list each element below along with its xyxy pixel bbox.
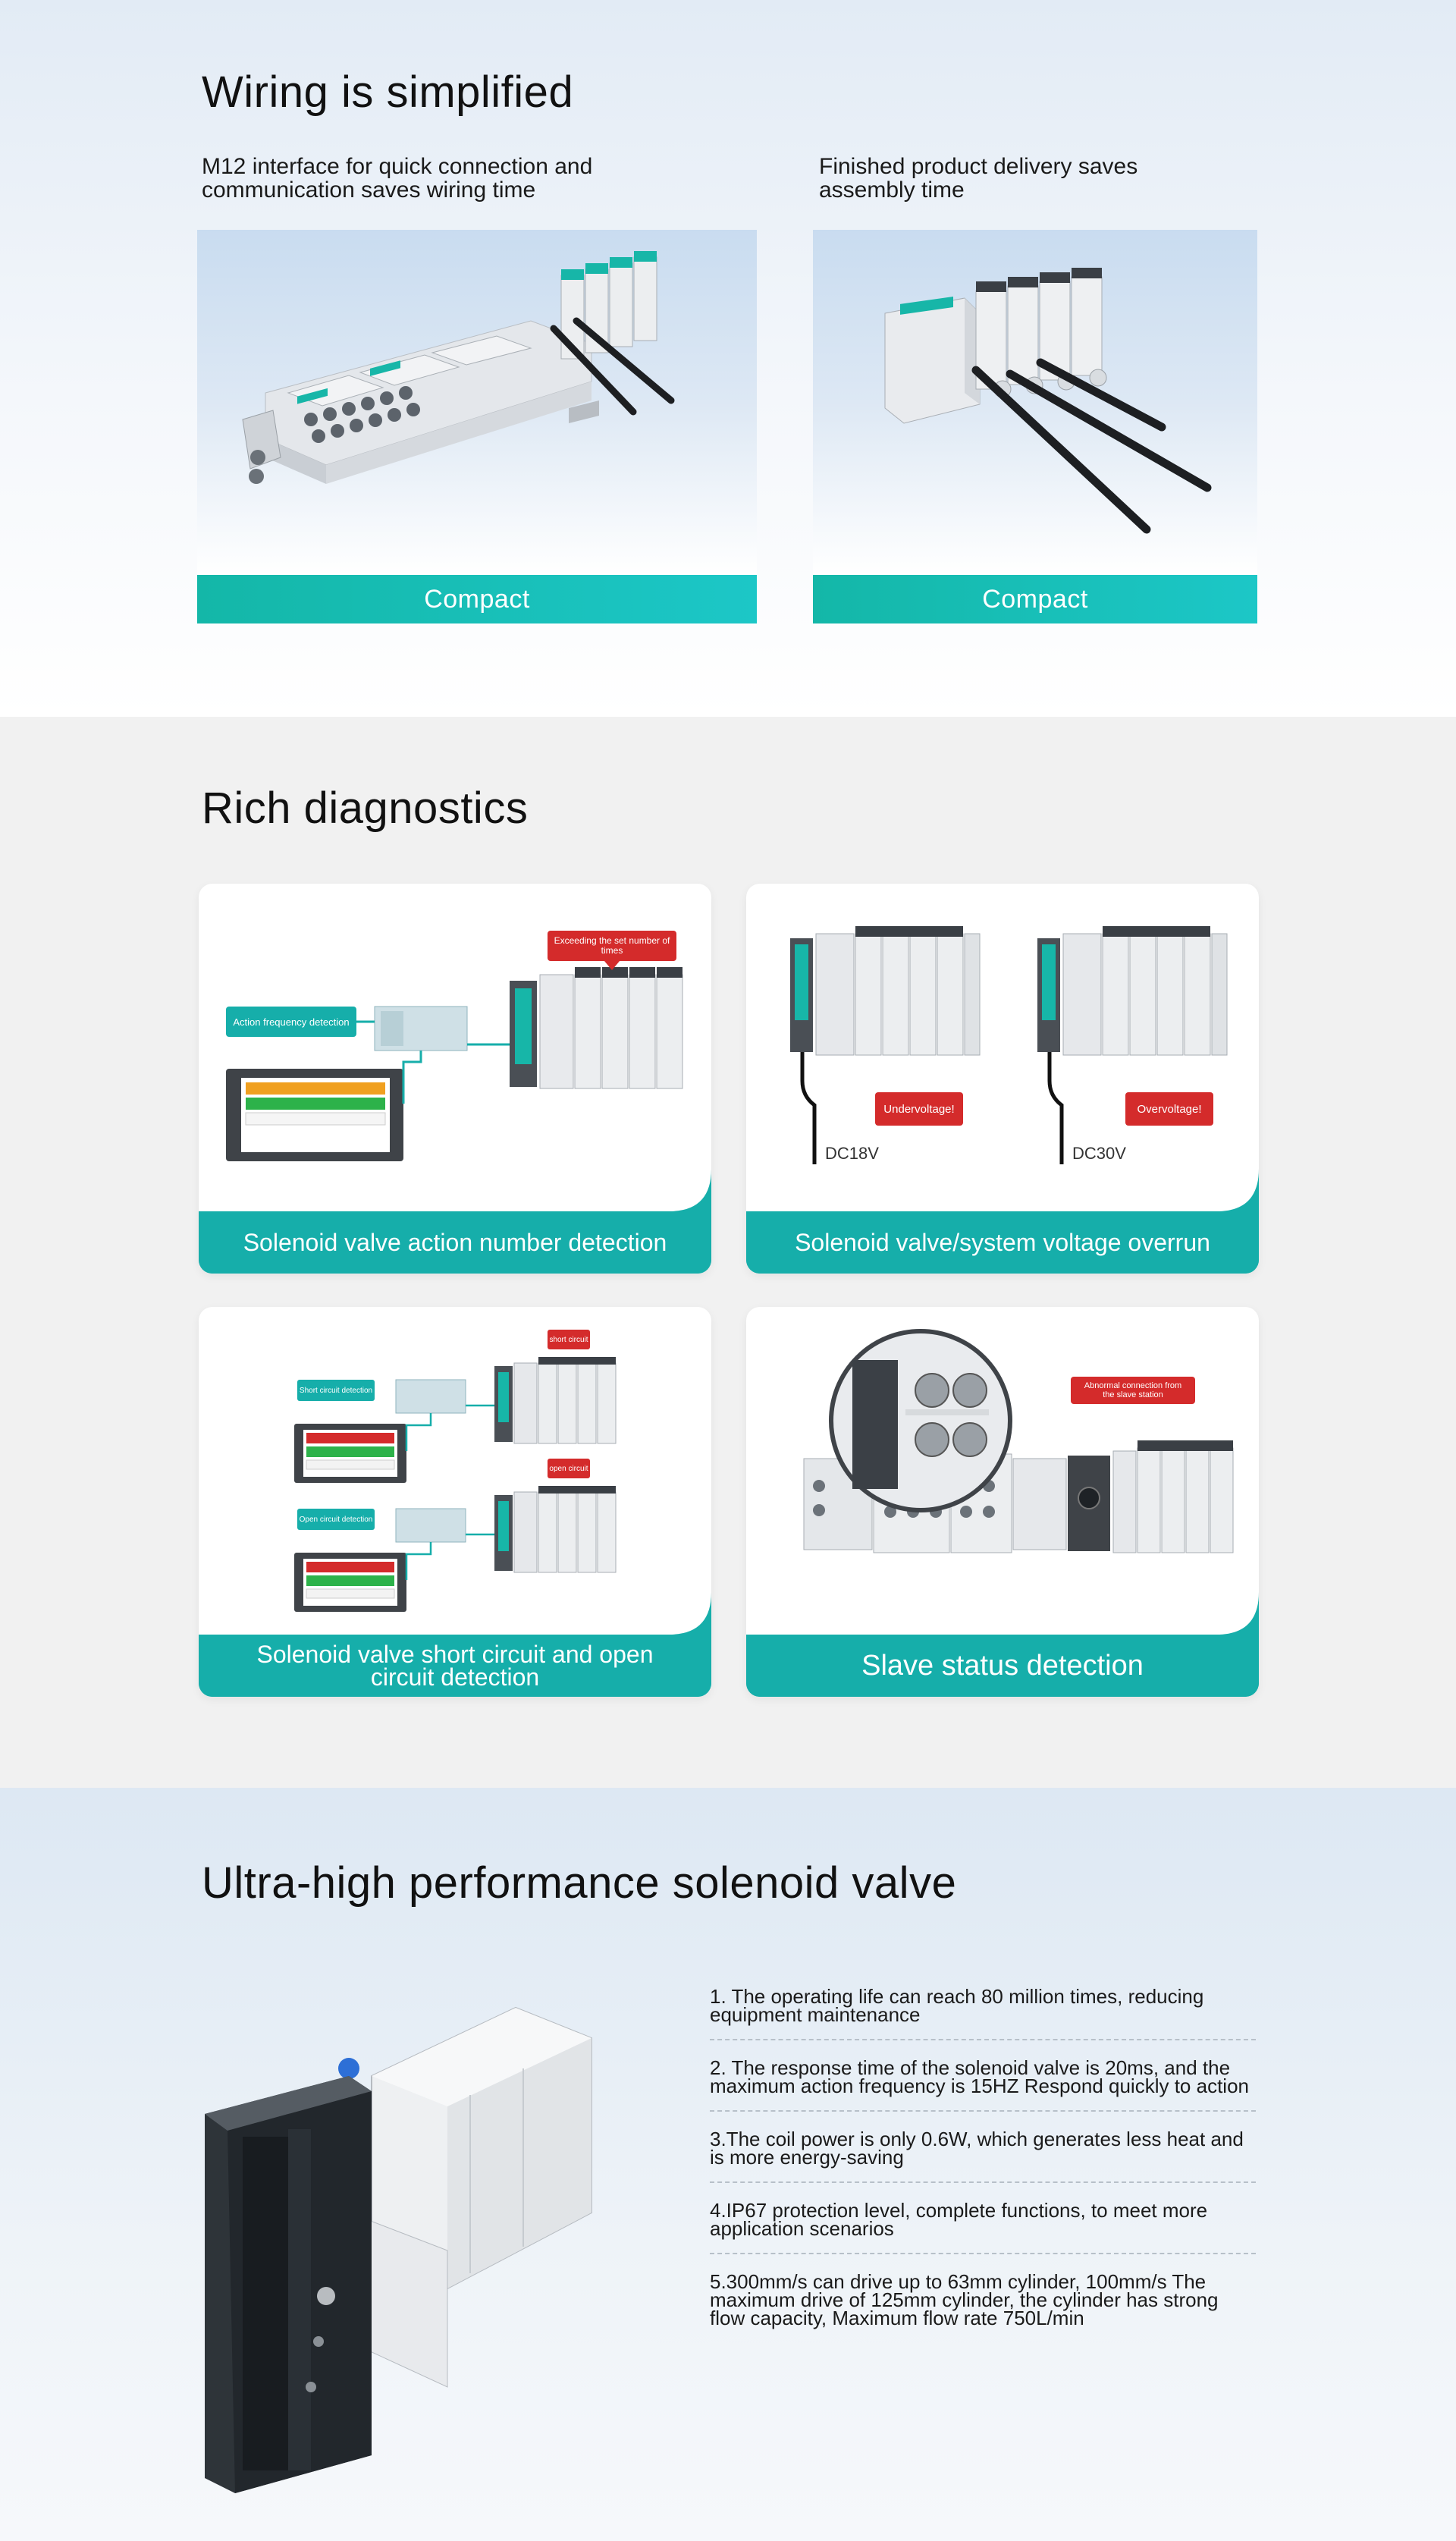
label-open-circuit: open circuit bbox=[549, 1464, 588, 1473]
caption-voltage-overrun: Solenoid valve/system voltage overrun bbox=[746, 1211, 1259, 1274]
diag-card-slave-status: Abnormal connection from the slave stati… bbox=[746, 1307, 1259, 1697]
label-exceeding-set-number: Exceeding the set number of times bbox=[554, 935, 670, 956]
feature-list: 1. The operating life can reach 80 milli… bbox=[710, 1987, 1256, 2360]
label-dc18v: DC18V bbox=[825, 1144, 879, 1163]
feature-item-3: 3.The coil power is only 0.6W, which gen… bbox=[710, 2129, 1256, 2183]
caption-action-number-detection: Solenoid valve action number detection bbox=[199, 1211, 711, 1274]
diag-card-action-number: Action frequency detection Exceeding the… bbox=[199, 884, 711, 1274]
finished-product-photo bbox=[813, 230, 1257, 575]
diagnostics-section: Rich diagnostics bbox=[0, 717, 1456, 1788]
wiring-section: Wiring is simplified M12 interface for q… bbox=[0, 0, 1456, 717]
label-short-circuit: short circuit bbox=[549, 1335, 588, 1344]
feature-item-2: 2. The response time of the solenoid val… bbox=[710, 2058, 1256, 2112]
label-dc30v: DC30V bbox=[1072, 1144, 1126, 1163]
feature-item-4: 4.IP67 protection level, complete functi… bbox=[710, 2200, 1256, 2254]
performance-title: Ultra-high performance solenoid valve bbox=[199, 1858, 960, 1911]
label-undervoltage: Undervoltage! bbox=[883, 1102, 955, 1116]
compact-caption-left: Compact bbox=[197, 575, 757, 623]
label-short-circuit-detection: Short circuit detection bbox=[299, 1386, 373, 1395]
diag-card-voltage-overrun: Undervoltage! Overvoltage! DC18V DC30V S… bbox=[746, 884, 1259, 1274]
label-overvoltage: Overvoltage! bbox=[1137, 1102, 1202, 1116]
label-abnormal-connection: Abnormal connection from the slave stati… bbox=[1084, 1381, 1182, 1399]
caption-slave-status-detection: Slave status detection bbox=[746, 1635, 1259, 1697]
valve-island-photo bbox=[197, 230, 757, 575]
feature-item-5: 5.300mm/s can drive up to 63mm cylinder,… bbox=[710, 2270, 1219, 2329]
caption-short-open-circuit: Solenoid valve short circuit and open ci… bbox=[199, 1635, 711, 1697]
wiring-title: Wiring is simplified bbox=[199, 67, 577, 121]
label-action-frequency-detection: Action frequency detection bbox=[233, 1016, 350, 1028]
performance-section: Ultra-high performance solenoid valve 1.… bbox=[0, 1788, 1456, 2541]
feature-item-1: 1. The operating life can reach 80 milli… bbox=[710, 1987, 1256, 2040]
compact-caption-right: Compact bbox=[813, 575, 1257, 623]
diag-card-short-open-circuit: Short circuit detection Open circuit det… bbox=[199, 1307, 711, 1697]
diagnostics-title: Rich diagnostics bbox=[199, 783, 532, 837]
wiring-left-description: M12 interface for quick connection and c… bbox=[202, 154, 593, 203]
wiring-right-description: Finished product delivery saves assembly… bbox=[819, 154, 1138, 203]
solenoid-valve-image bbox=[205, 2006, 592, 2493]
label-open-circuit-detection: Open circuit detection bbox=[299, 1515, 373, 1524]
